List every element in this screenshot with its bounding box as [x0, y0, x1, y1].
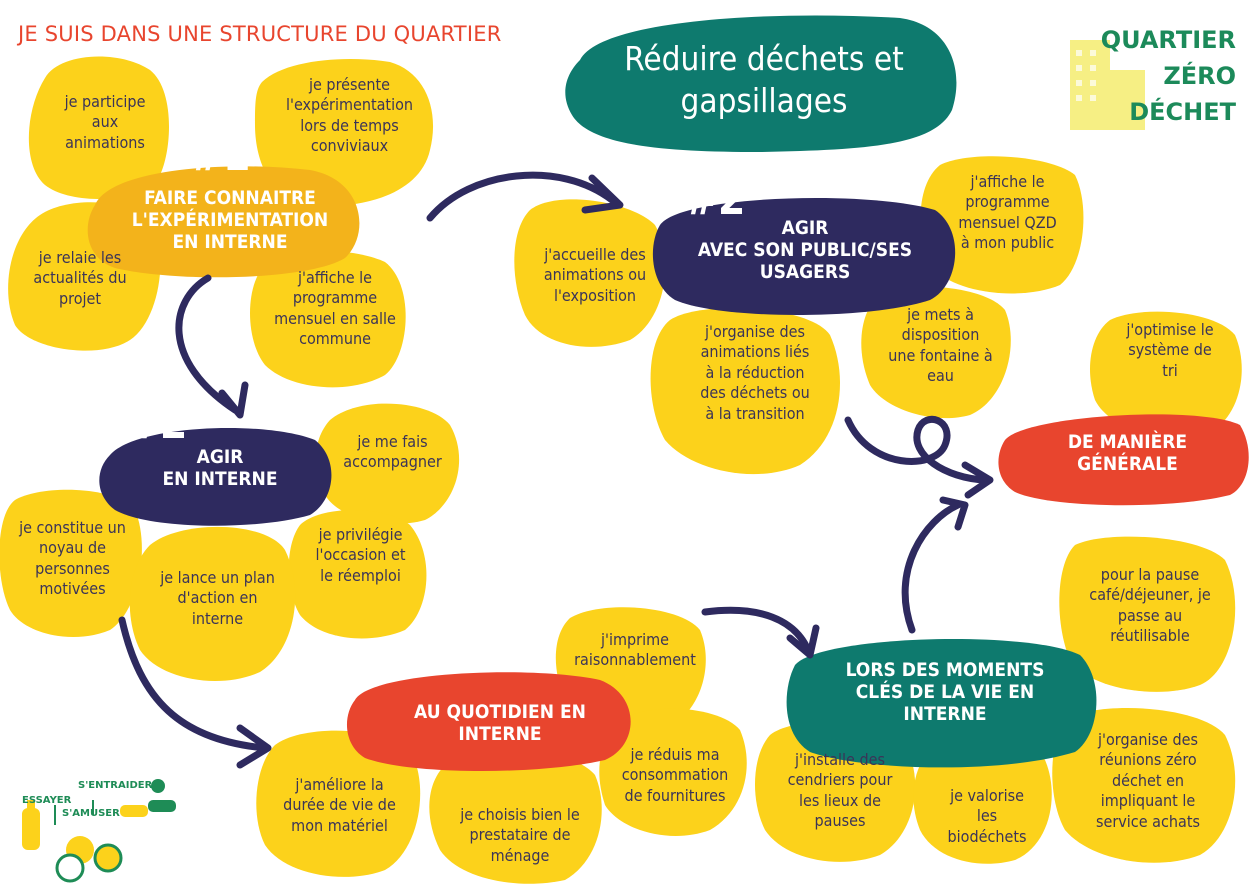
- arrow-2b-to-5: [844, 415, 989, 484]
- arrow-1-to-2a: [175, 274, 239, 414]
- qzd-logo: QUARTIER ZÉRO DÉCHET: [1100, 26, 1236, 126]
- step-number-1: #1: [189, 130, 251, 181]
- blob-a5: [514, 199, 666, 347]
- step-heading-2b: AGIR AVEC SON PUBLIC/SES USAGERS: [697, 217, 913, 283]
- step-number-4: #4: [966, 596, 1028, 647]
- arrow-3-to-4-head: [786, 624, 820, 659]
- blob-a10: [315, 403, 460, 524]
- arrow-2a-to-3: [118, 616, 269, 752]
- blob-a1: [28, 56, 170, 199]
- blob-a17: [429, 748, 602, 884]
- blob-a6: [920, 156, 1084, 294]
- blob-a4: [250, 250, 406, 388]
- title-blob: [565, 15, 957, 153]
- blob-a20: [913, 736, 1052, 864]
- blob-a21: [1052, 708, 1236, 863]
- blob-a13: [129, 526, 296, 681]
- footer-label-essayer: ESSAYER: [22, 795, 72, 806]
- step-number-2a: #2: [126, 398, 188, 449]
- blob-a11: [288, 510, 427, 639]
- blob-a15: [599, 708, 747, 836]
- page-subtitle: JE SUIS DANS UNE STRUCTURE DU QUARTIER: [18, 22, 502, 46]
- step-number-3: #3: [494, 626, 556, 677]
- blob-s4: [786, 638, 1097, 768]
- blob-a7: [650, 308, 840, 475]
- arrow-1-to-2b-head: [581, 174, 624, 214]
- blob-a8: [861, 286, 1011, 419]
- footer-label-samuser: S'AMUSER: [62, 808, 120, 819]
- arrow-3-to-4: [701, 606, 812, 654]
- blob-a18: [1059, 536, 1236, 692]
- arrow-4-to-5: [901, 501, 962, 634]
- footer-label-sentraider: S'ENTRAIDER: [78, 780, 153, 791]
- blob-a16: [256, 730, 421, 877]
- page-title: Réduire déchets et gapsillages: [624, 39, 904, 121]
- blob-a12: [0, 489, 142, 637]
- blob-s2a: [99, 428, 332, 526]
- step-number-2b: #2: [684, 174, 746, 225]
- blob-a9: [1090, 311, 1242, 439]
- step-heading-4: LORS DES MOMENTS CLÉS DE LA VIE EN INTER…: [845, 659, 1045, 725]
- footer-logo-shapes: [22, 779, 176, 883]
- blob-s1: [87, 166, 360, 278]
- arrow-4-to-5-head: [939, 496, 969, 531]
- arrow-2a-to-3-head: [236, 724, 272, 769]
- arrow-1-to-2b: [426, 171, 616, 222]
- step-number-5: #5: [1019, 366, 1081, 417]
- arrow-1-to-2a-head: [218, 381, 249, 419]
- step-heading-5: DE MANIÈRE GÉNÉRALE: [1067, 431, 1188, 475]
- blob-s3: [346, 672, 631, 772]
- step-heading-1: FAIRE CONNAITRE L'EXPÉRIMENTATION EN INT…: [131, 187, 329, 253]
- arrow-2b-to-5-head: [961, 461, 994, 499]
- blob-s2b: [652, 198, 956, 315]
- blob-s5: [998, 414, 1249, 506]
- step-heading-3: AU QUOTIDIEN EN INTERNE: [414, 701, 586, 745]
- step-heading-2a: AGIR EN INTERNE: [162, 446, 278, 490]
